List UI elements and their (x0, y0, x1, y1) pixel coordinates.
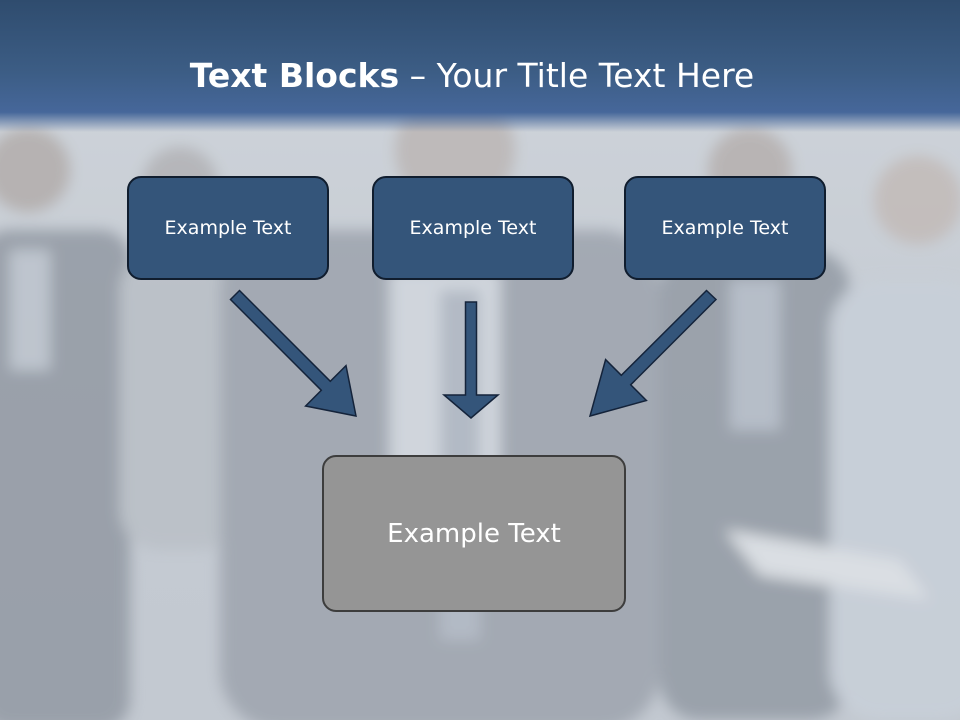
arrow-right (588, 289, 718, 418)
text-block-center[interactable]: Example Text (372, 176, 574, 280)
text-block-target[interactable]: Example Text (322, 455, 626, 612)
title-bold: Text Blocks (189, 56, 400, 95)
text-block-right[interactable]: Example Text (624, 176, 826, 280)
title-rest: – Your Title Text Here (399, 56, 755, 95)
text-block-right-label: Example Text (661, 217, 789, 239)
text-block-left-label: Example Text (164, 217, 292, 239)
arrow-left (229, 289, 357, 417)
text-block-center-label: Example Text (409, 217, 537, 239)
title-bar (0, 0, 960, 132)
arrow-center (441, 301, 501, 419)
text-block-target-label: Example Text (387, 518, 561, 549)
slide-title: Text Blocks – Your Title Text Here (0, 56, 944, 96)
text-block-left[interactable]: Example Text (127, 176, 329, 280)
